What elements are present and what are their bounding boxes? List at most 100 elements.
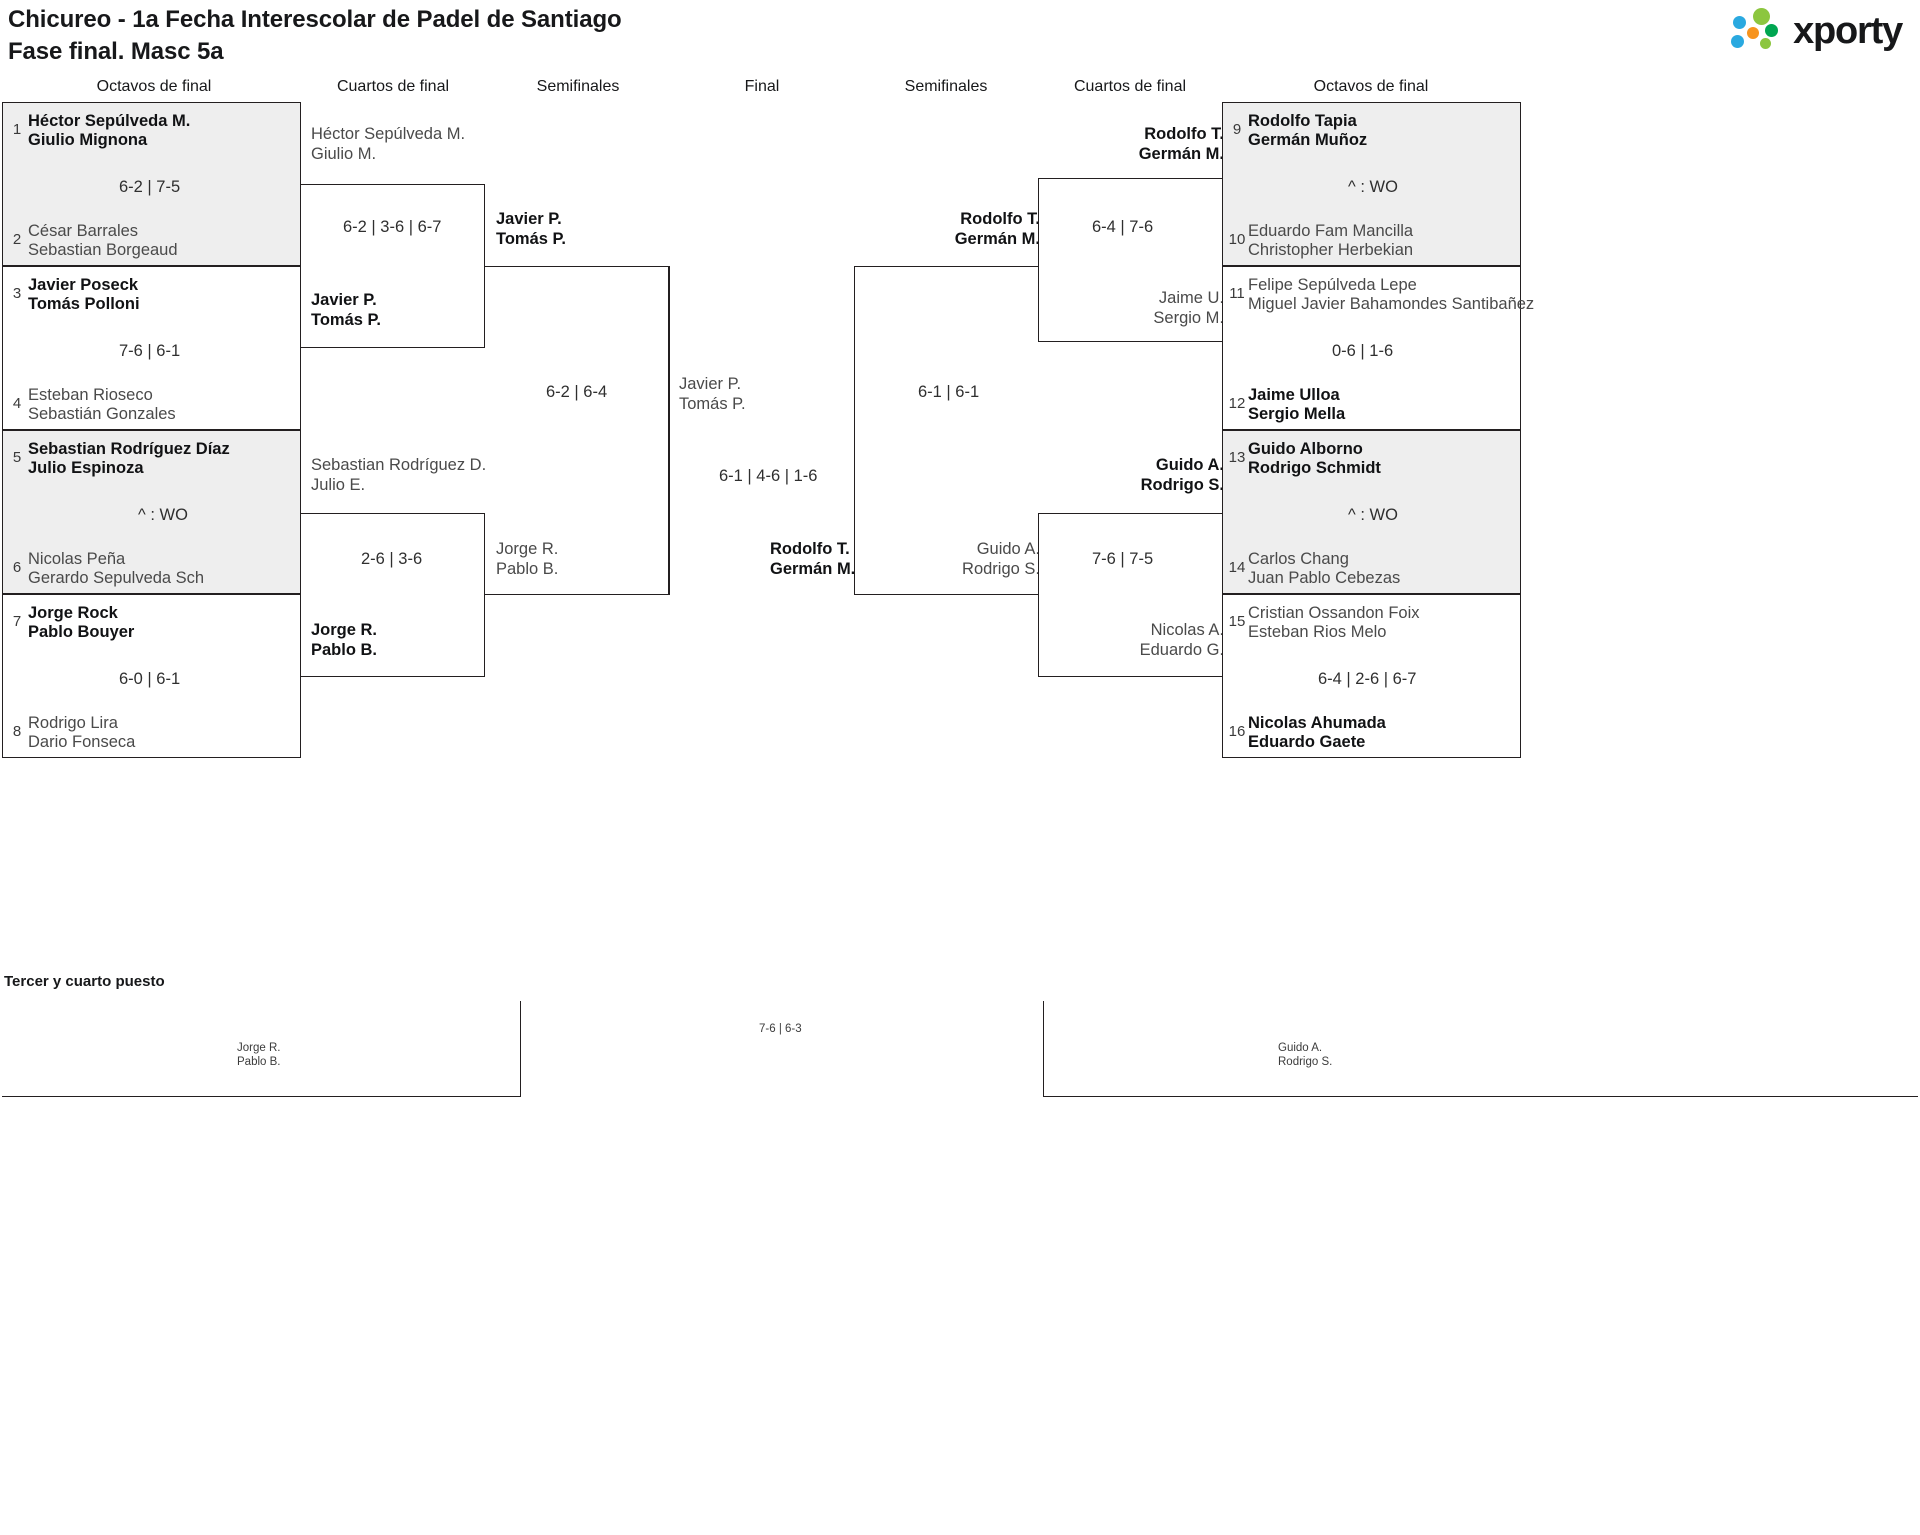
player-name: Rodrigo S. [962, 560, 1040, 579]
team-left-qf2-bot: Jorge R.Pablo B. [311, 620, 377, 660]
player-name: Eduardo Fam Mancilla [1248, 222, 1414, 240]
title-line-1: Chicureo - 1a Fecha Interescolar de Pade… [8, 6, 622, 33]
player-name: Pablo B. [237, 1056, 281, 1069]
score-third-place: 7-6 | 6-3 [759, 1023, 802, 1035]
seed-number: 3 [12, 285, 22, 302]
connector-right-qf-1 [1038, 178, 1222, 342]
player-name: Pablo Bouyer [28, 623, 135, 642]
player-name: César Barrales [28, 222, 139, 240]
connector-third-place-right [1043, 1001, 1918, 1097]
player-name: Germán M. [954, 230, 1040, 249]
player-name: Sebastian Rodríguez D. [311, 456, 487, 474]
match-block-right-3[interactable] [1222, 430, 1521, 594]
match-block-left-4[interactable] [2, 594, 301, 758]
score-right-4: 6-4 | 2-6 | 6-7 [1318, 670, 1417, 688]
connector-right-qf-2 [1038, 513, 1222, 677]
score-left-qf2: 2-6 | 3-6 [361, 550, 423, 568]
page-title: Chicureo - 1a Fecha Interescolar de Pade… [8, 4, 622, 67]
player-name: Gerardo Sepulveda Sch [28, 569, 205, 588]
player-name: Pablo B. [496, 560, 559, 579]
player-name: Jaime Ulloa [1248, 386, 1340, 404]
connector-right-sf-1 [854, 266, 1038, 595]
xporty-logo: xporty [1731, 8, 1903, 54]
match-block-right-4[interactable] [1222, 594, 1521, 758]
third-place-title: Tercer y cuarto puesto [4, 973, 165, 990]
player-name: Tomás P. [679, 395, 746, 414]
player-name: Javier P. [311, 291, 377, 309]
player-name: Christopher Herbekian [1248, 241, 1414, 260]
team-right-qf2-bot: Nicolas A. Eduardo G. [1038, 620, 1224, 660]
round-header-right-qf: Cuartos de final [1073, 78, 1187, 95]
player-name: Miguel Javier Bahamondes Santibañez [1248, 295, 1535, 314]
player-name: Eduardo G. [1139, 641, 1224, 660]
player-name: Sebastian Rodríguez Díaz [28, 440, 230, 458]
score-right-1: ^ : WO [1348, 178, 1398, 196]
team-left-1-a: 1 Héctor Sepúlveda M.Giulio Mignona [6, 112, 190, 151]
player-name: Nicolas Peña [28, 550, 126, 568]
team-final-top: Javier P.Tomás P. [679, 374, 746, 414]
score-left-1: 6-2 | 7-5 [119, 178, 181, 196]
round-header-right-r16: Octavos de final [1313, 78, 1429, 95]
score-left-qf1: 6-2 | 3-6 | 6-7 [343, 218, 442, 236]
logo-dots-icon [1731, 8, 1785, 54]
player-name: Tomás Polloni [28, 295, 140, 314]
seed-number: 10 [1228, 231, 1246, 248]
player-name: Jorge Rock [28, 604, 118, 622]
round-header-right-sf: Semifinales [904, 78, 988, 95]
player-name: Tomás P. [496, 230, 567, 249]
player-name: Javier Poseck [28, 276, 139, 294]
player-name: Jorge R. [237, 1042, 281, 1054]
player-name: Sergio M. [1153, 309, 1224, 328]
connector-left-qf-2 [301, 513, 485, 677]
seed-number: 5 [12, 449, 22, 466]
seed-number: 9 [1232, 121, 1242, 138]
player-name: Rodolfo T. [1144, 125, 1224, 143]
match-block-left-2[interactable] [2, 266, 301, 430]
player-name: Giulio Mignona [28, 131, 148, 150]
team-left-qf1-top: Héctor Sepúlveda M.Giulio M. [311, 124, 465, 164]
player-name: Sergio Mella [1248, 405, 1346, 424]
player-name: Rodrigo Schmidt [1248, 459, 1381, 478]
seed-number: 4 [12, 395, 22, 412]
seed-number: 6 [12, 559, 22, 576]
connector-final-left [669, 266, 670, 595]
team-left-qf2-top: Sebastian Rodríguez D. Julio E. [311, 455, 486, 495]
score-final: 6-1 | 4-6 | 1-6 [719, 467, 818, 485]
connector-third-place-left [2, 1001, 521, 1097]
team-right-sf-bot: Guido A.Rodrigo S. [854, 539, 1040, 579]
player-name: Javier P. [496, 210, 562, 228]
connector-left-sf-1 [485, 266, 669, 595]
match-block-right-1[interactable] [1222, 102, 1521, 266]
seed-number: 13 [1228, 449, 1246, 466]
score-left-4: 6-0 | 6-1 [119, 670, 181, 688]
player-name: Julio Espinoza [28, 459, 144, 478]
seed-number: 12 [1228, 395, 1246, 412]
player-name: Nicolas A. [1150, 621, 1224, 639]
player-name: Jaime U. [1158, 289, 1224, 307]
seed-number: 11 [1229, 285, 1245, 302]
player-name: Guido A. [1155, 456, 1224, 474]
player-name: Julio E. [311, 476, 366, 495]
match-block-left-1[interactable] [2, 102, 301, 266]
player-name: Rodrigo S. [1278, 1056, 1333, 1069]
match-block-left-3[interactable] [2, 430, 301, 594]
score-right-qf1: 6-4 | 7-6 [1092, 218, 1154, 236]
player-name: Guido Alborno [1248, 440, 1363, 458]
round-header-left-r16: Octavos de final [96, 78, 212, 95]
team-right-qf2-top: Guido A.Rodrigo S. [1038, 455, 1224, 495]
seed-number: 14 [1228, 559, 1246, 576]
round-header-left-qf: Cuartos de final [336, 78, 450, 95]
round-header-final: Final [744, 78, 780, 95]
match-block-right-2[interactable] [1222, 266, 1521, 430]
